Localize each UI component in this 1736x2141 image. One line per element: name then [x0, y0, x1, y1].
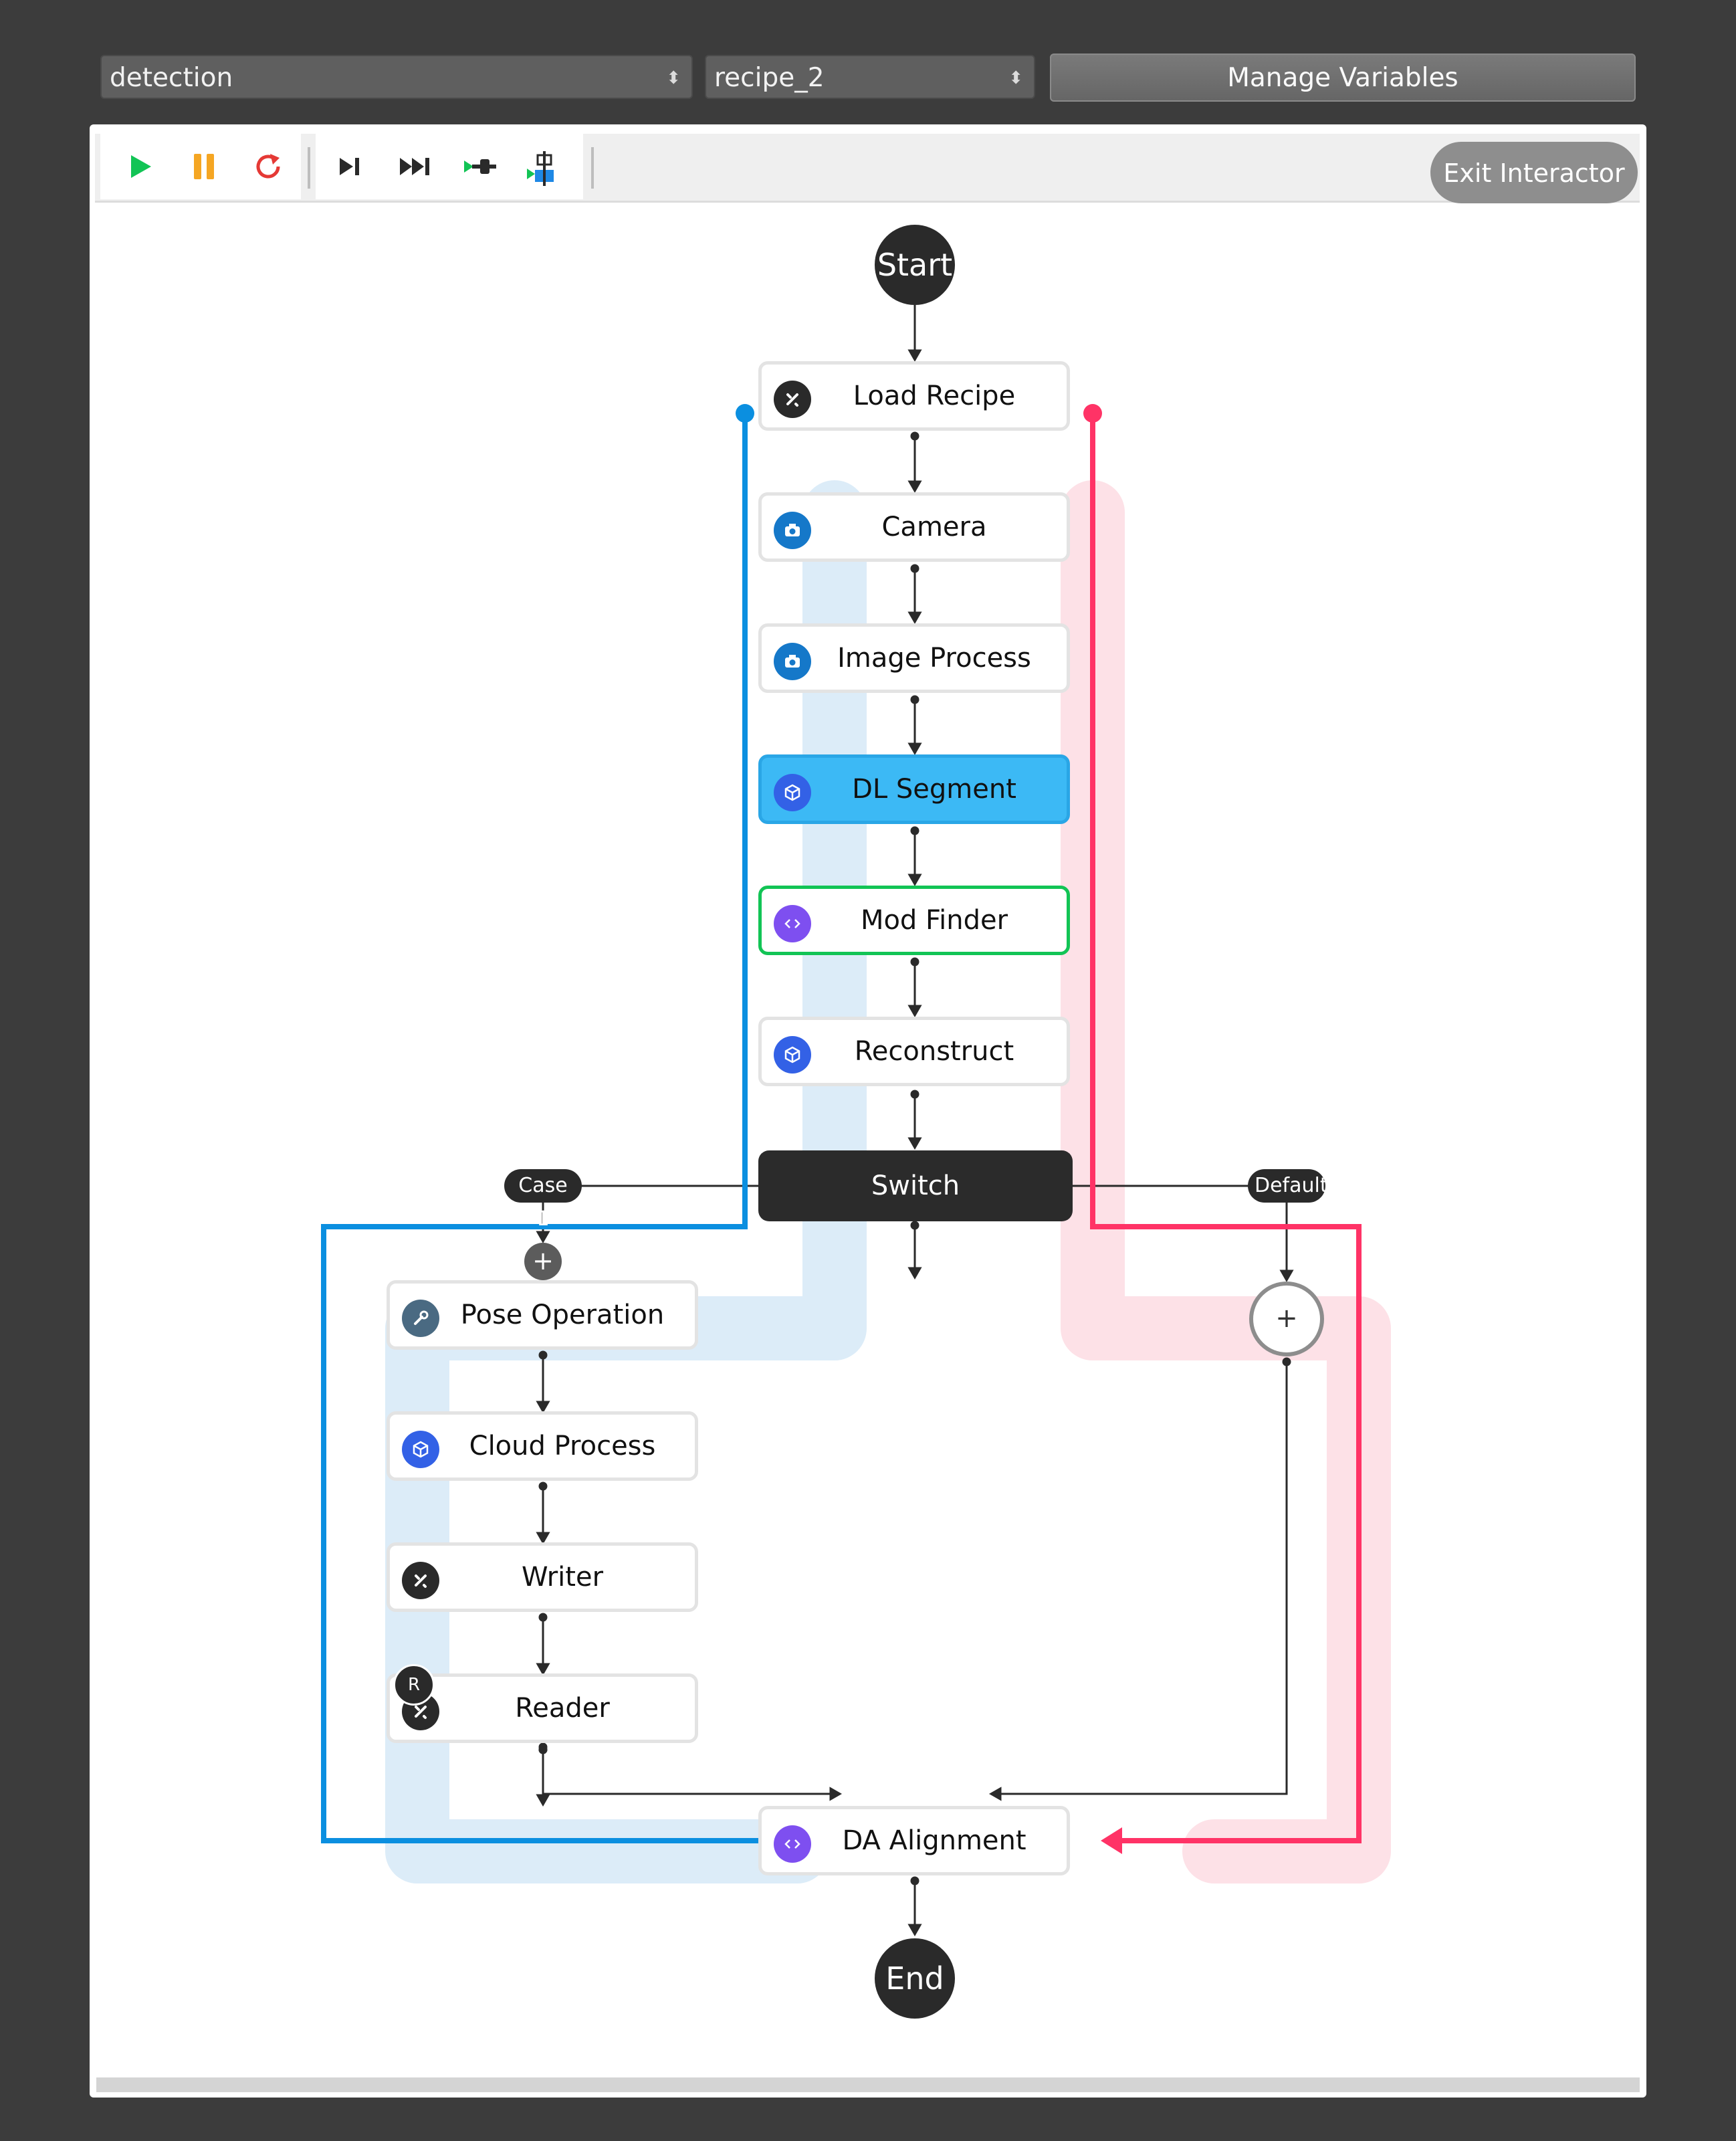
end-node[interactable]: End [875, 1938, 955, 2019]
node-label: DA Alignment [842, 1825, 1026, 1856]
node-label: Load Recipe [853, 381, 1016, 411]
default-path [1090, 413, 1362, 1843]
wrench-icon [402, 1300, 439, 1337]
main-connectors [536, 305, 1294, 1807]
default-badge[interactable]: Default [1248, 1169, 1328, 1203]
node-label: Mod Finder [860, 905, 1008, 936]
node-label: Reconstruct [854, 1036, 1014, 1067]
cube-icon [774, 1036, 811, 1074]
step-icon[interactable] [333, 150, 366, 183]
play-icon[interactable] [123, 150, 156, 183]
wrench-icon [402, 1562, 439, 1599]
node-label: Image Process [837, 643, 1031, 674]
cube-icon [774, 774, 811, 811]
camera-icon [774, 512, 811, 549]
recipe-select[interactable]: recipe_2 ⬍ [705, 55, 1035, 99]
restart-icon[interactable] [251, 150, 285, 183]
step-over-icon[interactable] [397, 150, 431, 183]
pipeline-select[interactable]: detection ⬍ [100, 55, 693, 99]
exit-interactor-button[interactable]: Exit Interactor [1430, 142, 1638, 203]
node-reconstruct[interactable]: Reconstruct [758, 1017, 1070, 1086]
pipeline-select-value: detection [110, 63, 233, 93]
execution-toolbar: Exit Interactor [95, 134, 1640, 203]
node-label: Writer [521, 1562, 604, 1593]
code-icon [774, 1825, 811, 1863]
node-label: Cloud Process [469, 1431, 656, 1461]
toolbar-separator [308, 147, 310, 189]
select-arrows-icon: ⬍ [666, 68, 681, 88]
reader-badge: R [393, 1664, 435, 1706]
case-path [321, 413, 802, 1843]
node-cloud-process[interactable]: Cloud Process [387, 1411, 698, 1481]
camera-icon [774, 643, 811, 680]
node-label: Camera [881, 512, 987, 542]
node-da-alignment[interactable]: DA Alignment [758, 1806, 1070, 1875]
add-node-default-button[interactable]: + [1249, 1282, 1324, 1356]
node-camera[interactable]: Camera [758, 492, 1070, 562]
merge-connectors [538, 1357, 1291, 1937]
add-node-case-1-button[interactable]: + [524, 1243, 562, 1280]
manage-variables-button[interactable]: Manage Variables [1050, 54, 1636, 102]
horizontal-scrollbar[interactable] [96, 2077, 1640, 2092]
switch-node[interactable]: Switch [758, 1150, 1073, 1221]
code-icon [774, 905, 811, 942]
breakpoint-icon[interactable] [524, 150, 558, 186]
node-load-recipe[interactable]: Load Recipe [758, 361, 1070, 431]
node-dl-segment[interactable]: DL Segment [758, 754, 1070, 824]
node-pose-operation[interactable]: Pose Operation [387, 1280, 698, 1350]
wrench-icon [774, 381, 811, 418]
node-writer[interactable]: Writer [387, 1542, 698, 1612]
toolbar-group-step [316, 134, 583, 199]
recipe-select-value: recipe_2 [714, 63, 825, 93]
run-to-icon[interactable] [461, 150, 496, 183]
node-mod-finder[interactable]: Mod Finder [758, 886, 1070, 955]
node-image-process[interactable]: Image Process [758, 623, 1070, 693]
cube-icon [402, 1431, 439, 1468]
node-label: Reader [515, 1693, 610, 1724]
case-1-badge[interactable]: Case 1 [504, 1169, 582, 1231]
node-label: DL Segment [852, 774, 1016, 805]
pause-icon[interactable] [187, 150, 221, 183]
start-node[interactable]: Start [875, 225, 955, 305]
node-label: Pose Operation [460, 1300, 665, 1330]
select-arrows-icon: ⬍ [1008, 68, 1023, 88]
interactor-panel: Exit Interactor [90, 124, 1646, 2098]
node-reader[interactable]: Reader [387, 1673, 698, 1743]
top-bar: detection ⬍ recipe_2 ⬍ Manage Variables [0, 0, 1736, 120]
toolbar-separator [591, 147, 594, 189]
